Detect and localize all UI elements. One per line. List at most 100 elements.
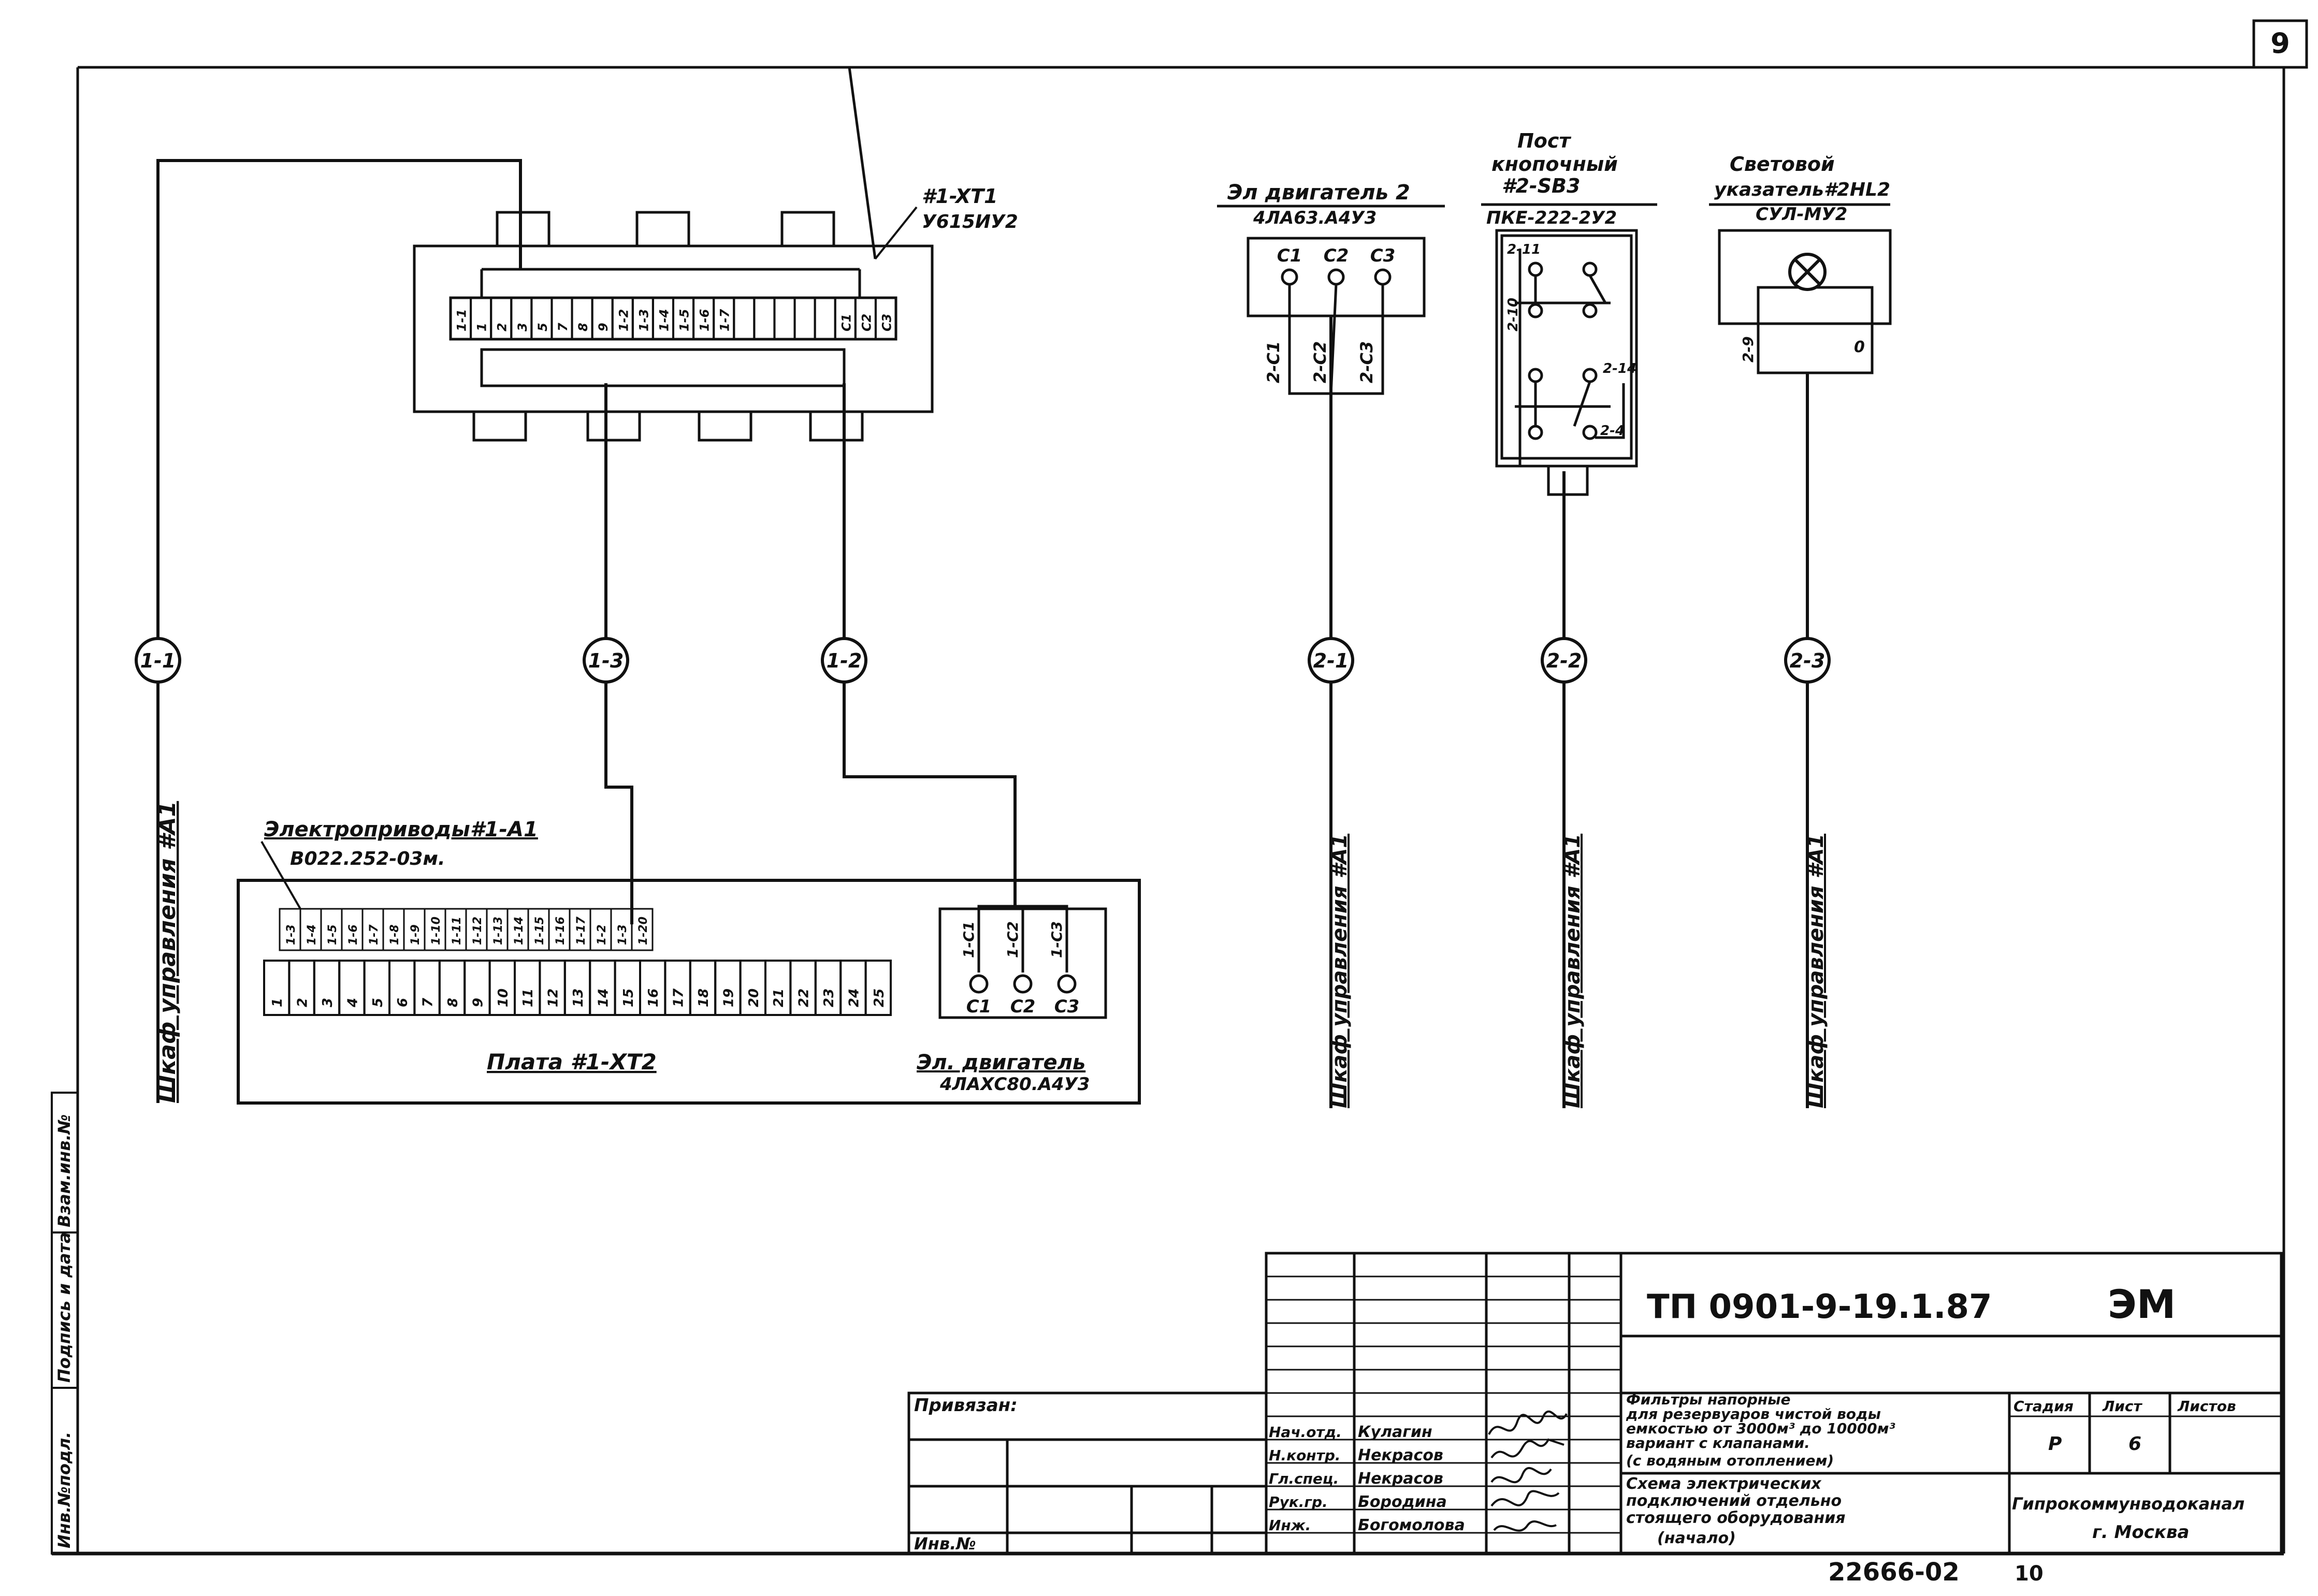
motor1-terminals (969, 974, 1077, 994)
post-switch-lines (1515, 249, 1625, 466)
drive-terminal-label: 2 (295, 998, 311, 1007)
drive-terminal-cell (864, 960, 892, 1016)
drive-plate-label: Плата #1-XT2 (487, 1049, 657, 1075)
xt1-terminal-cell (530, 297, 553, 340)
motor2-terminal-label: С1 (1277, 245, 1302, 266)
xt1-terminal-label: 8 (576, 323, 590, 331)
xt1-terminal-label: 1-5 (677, 309, 692, 331)
xt1-leader (874, 206, 918, 260)
drive-wire-label: 1-12 (471, 917, 484, 945)
person-name: Некрасов (1358, 1470, 1443, 1488)
drive-wire-label: 1-6 (347, 924, 360, 945)
sheet-header: Лист (2102, 1398, 2142, 1415)
motor1-wire-label: 1-С1 (960, 921, 977, 958)
post-title-line2: кнопочный (1491, 153, 1618, 176)
motor2-box (1247, 237, 1426, 317)
indicator-lamp-icon (1788, 253, 1827, 291)
indicator-title-line2: указатель#2HL2 (1714, 179, 1890, 200)
drive-wire-label: 1-4 (306, 924, 318, 945)
drive-type: В022.252-03м. (290, 848, 445, 869)
xt1-terminal-label: 1 (475, 323, 489, 331)
xt1-terminal-label: 1-2 (616, 309, 631, 331)
motor1-terminal-label: С3 (1054, 996, 1080, 1017)
motor1-title: Эл. двигатель (917, 1051, 1085, 1075)
xt1-terminal-cell (753, 297, 776, 340)
cable-destination-2-3: Шкаф управления #А1 (1804, 834, 1828, 1108)
xt1-terminal-label: 3 (515, 323, 530, 331)
inventory-label: Инв.№ (914, 1534, 976, 1554)
post-box (1495, 229, 1638, 496)
organization-line1: Гипрокоммунводоканал (2012, 1494, 2244, 1514)
drive-terminal-label: 7 (421, 997, 436, 1007)
motor1-terminal-label: С1 (966, 996, 992, 1017)
xt1-name: #1-XT1 (922, 185, 998, 208)
drive-terminal-label: 4 (345, 998, 360, 1008)
xt1-terminal-cell (773, 297, 796, 340)
sheets-header: Листов (2177, 1398, 2236, 1415)
strip-replacement-label: Взам.инв.№ (54, 1114, 74, 1227)
motor2-terminal-label: С3 (1370, 245, 1396, 266)
indicator-title-line1: Световой (1730, 153, 1835, 176)
drive-wire-label: 1-16 (554, 917, 567, 945)
archive-number: 22666-02 (1828, 1558, 1960, 1587)
drive-terminal-label: 9 (470, 998, 486, 1007)
role-label: Инж. (1269, 1517, 1311, 1534)
xt1-terminal-label: C3 (879, 314, 894, 331)
cable-marker-label: 1-1 (140, 649, 176, 672)
project-description-line: вариант с клапанами. (1626, 1434, 1810, 1452)
drive-terminal-label: 8 (445, 998, 461, 1007)
xt1-terminal-cell (814, 297, 836, 340)
role-label: Нач.отд. (1269, 1424, 1342, 1441)
drive-terminal-label: 23 (821, 989, 837, 1007)
drive-terminal-label: 14 (596, 989, 611, 1007)
cable-marker-1-1: 1-1 (135, 637, 181, 684)
xt1-terminal-cell (470, 297, 492, 340)
drive-wire-label: 1-15 (533, 917, 546, 945)
person-name: Бородина (1358, 1493, 1447, 1511)
sheet-value: 6 (2128, 1433, 2141, 1455)
cable-routes (156, 159, 1809, 1108)
xt1-terminal-label: 5 (535, 323, 550, 331)
cable-destination-2-2: Шкаф управления #А1 (1561, 834, 1585, 1108)
drive-terminal-label: 16 (646, 989, 661, 1007)
person-name: Некрасов (1358, 1446, 1443, 1464)
drive-title: Электроприводы#1-А1 (264, 818, 538, 841)
binding-label: Привязан: (914, 1395, 1018, 1416)
motor2-wire-label: 2-С3 (1357, 341, 1377, 383)
strip-signature-label: Подпись и дата (54, 1232, 74, 1383)
cable-marker-1-2: 1-2 (821, 637, 867, 684)
xt1-terminal-cell (550, 297, 573, 340)
xt1-terminal-cell (490, 297, 513, 340)
motor2-wire-label: 2-С1 (1264, 341, 1283, 383)
post-contact-label: 2-14 (1603, 361, 1636, 376)
drive-wire-label: 1-13 (492, 917, 505, 945)
xt1-terminal-label: 1-3 (636, 309, 651, 331)
motor1-wires (977, 905, 1068, 973)
cable-marker-1-3: 1-3 (583, 637, 629, 684)
project-description-line: емкостью от 3000м³ до 10000м³ (1626, 1420, 1895, 1437)
motor2-wires (1288, 284, 1384, 395)
binding-area (907, 1391, 1268, 1555)
drive-wire-label: 1-3 (616, 924, 629, 945)
drive-terminal-label: 11 (520, 989, 536, 1007)
project-description-line: (с водяным отоплением) (1626, 1452, 1834, 1469)
post-contact-label: 2-10 (1505, 298, 1521, 331)
drive-wire-label: 1-14 (513, 917, 526, 945)
xt1-terminal-label: 2 (495, 323, 510, 331)
drive-wire-label: 1-3 (285, 924, 298, 945)
role-label: Рук.гр. (1269, 1493, 1328, 1511)
xt1-type: У615ИУ2 (922, 211, 1018, 233)
drive-terminal-label: 1 (270, 998, 285, 1007)
terminal-box-xt1 (413, 67, 934, 442)
post-title-line1: Пост (1517, 129, 1571, 152)
cable-marker-2-2: 2-2 (1541, 637, 1587, 684)
xt1-terminal-label: 1-7 (718, 309, 732, 331)
cable-marker-2-1: 2-1 (1308, 637, 1354, 684)
archive-page: 10 (2015, 1562, 2044, 1586)
project-description-line: Фильтры напорные (1626, 1391, 1790, 1408)
project-description-line: для резервуаров чистой воды (1626, 1405, 1881, 1423)
motor2-wire-label: 2-С2 (1310, 341, 1330, 383)
strip-inventory-label: Инв.№подл. (54, 1432, 74, 1548)
xt1-terminal-label: 1-4 (657, 309, 671, 331)
indicator-wire-label: 2-9 (1740, 336, 1757, 362)
